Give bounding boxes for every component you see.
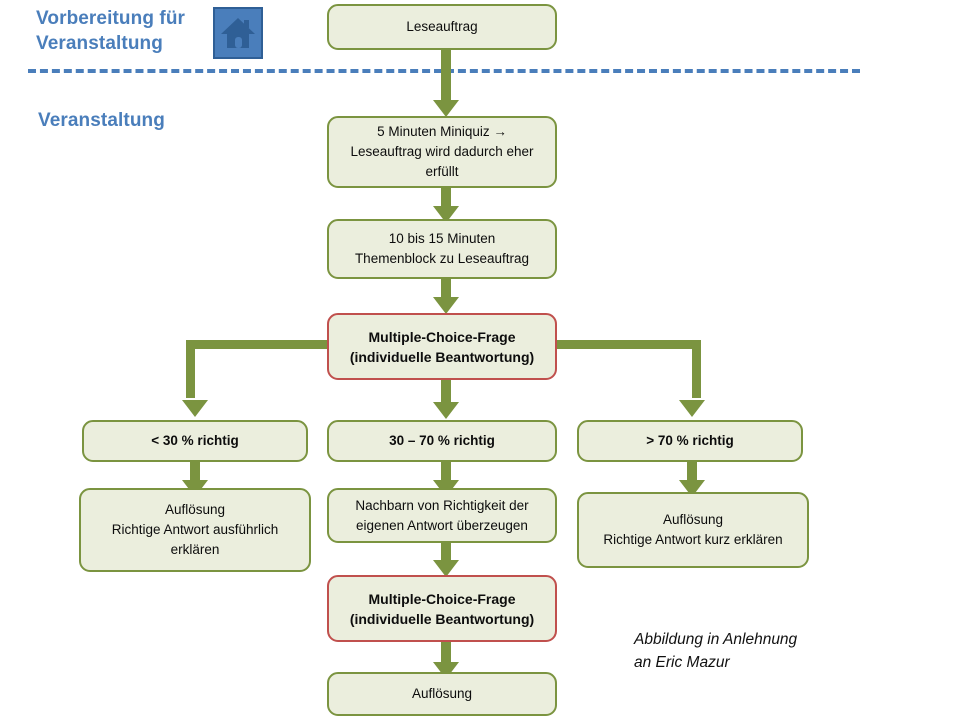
node-miniquiz[interactable]: 5 Minuten Miniquiz → Leseauftrag wird da… <box>327 116 557 188</box>
node-resolution-final[interactable]: Auflösung <box>327 672 557 716</box>
arrow-branch-low-head <box>182 393 208 425</box>
arrow-topicblock-to-mc1 <box>433 277 459 317</box>
node-mc-question-1[interactable]: Multiple-Choice-Frage (individuelle Bean… <box>327 313 557 380</box>
phase-label-preparation: Vorbereitung für Veranstaltung <box>36 8 186 54</box>
arrow-reading-to-miniquiz <box>433 48 459 118</box>
figure-attribution: Abbildung in Anlehnung an Eric Mazur <box>634 631 798 671</box>
node-mc-question-2[interactable]: Multiple-Choice-Frage (individuelle Bean… <box>327 575 557 642</box>
connector-mc1-to-branch-high <box>557 340 701 422</box>
node-branch-low[interactable]: < 30 % richtig <box>82 420 308 462</box>
house-icon <box>213 7 263 59</box>
phase-label-event: Veranstaltung <box>38 110 165 131</box>
node-branch-mid[interactable]: 30 – 70 % richtig <box>327 420 557 462</box>
arrow-convince-to-mc2 <box>433 540 459 580</box>
node-resolution-high[interactable]: Auflösung Richtige Antwort kurz erklären <box>577 492 809 568</box>
arrow-miniquiz-to-topicblock <box>433 186 459 226</box>
arrow-branch-high-head <box>679 393 705 425</box>
node-convince-neighbours[interactable]: Nachbarn von Richtigkeit der eigenen Ant… <box>327 488 557 543</box>
connector-mc1-to-branch-low <box>186 340 334 422</box>
node-topic-block[interactable]: 10 bis 15 Minuten Themenblock zu Leseauf… <box>327 219 557 279</box>
node-branch-high[interactable]: > 70 % richtig <box>577 420 803 462</box>
node-reading-assignment[interactable]: Leseauftrag <box>327 4 557 50</box>
arrow-mc1-to-branch-mid <box>433 378 459 426</box>
node-resolution-low[interactable]: Auflösung Richtige Antwort ausführlich e… <box>79 488 311 572</box>
